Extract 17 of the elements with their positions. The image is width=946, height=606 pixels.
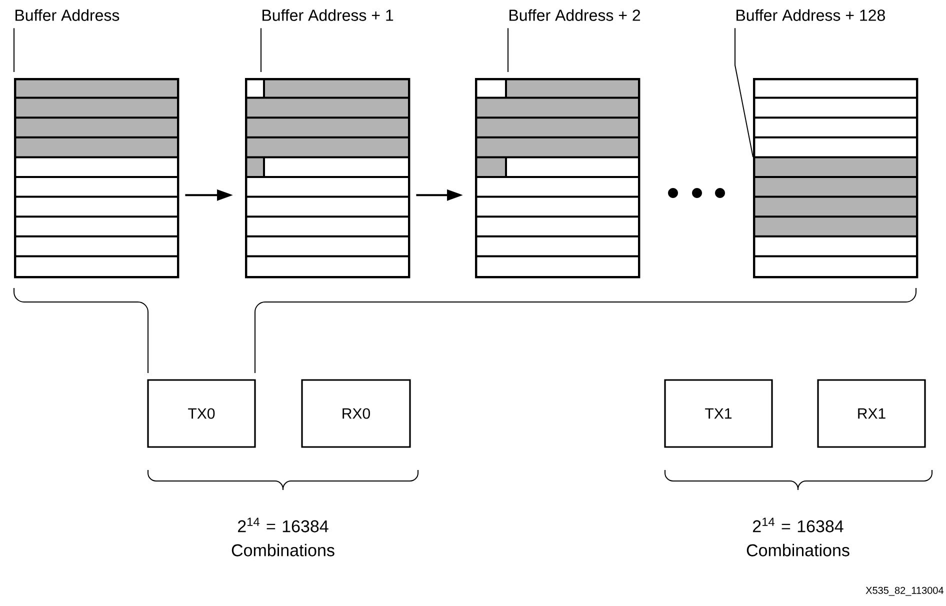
combination-count: 2$^{14}$ = 16384 Combinations [746,518,850,556]
buffer-drawing [475,78,640,278]
figure-id: X535_82_113004 [866,586,944,596]
channel-box: RX0 [301,379,411,448]
channel-box: TX1 [664,379,773,448]
combination-count: 2$^{14}$ = 16384 Combinations [232,518,334,556]
address-label: Buffer Address + 1 [262,9,394,21]
address-label: Buffer Address + 2 [510,9,640,21]
buffer-drawing [753,78,918,278]
leader-line [734,28,754,158]
address-label: Buffer Address + 128 [736,9,885,21]
buffer-drawing [245,78,410,278]
channel-box: TX0 [147,379,256,448]
buffer-drawing [14,78,180,278]
channel-box: RX1 [817,379,926,448]
address-label: Buffer Address [16,9,120,21]
leader-line [260,28,262,72]
